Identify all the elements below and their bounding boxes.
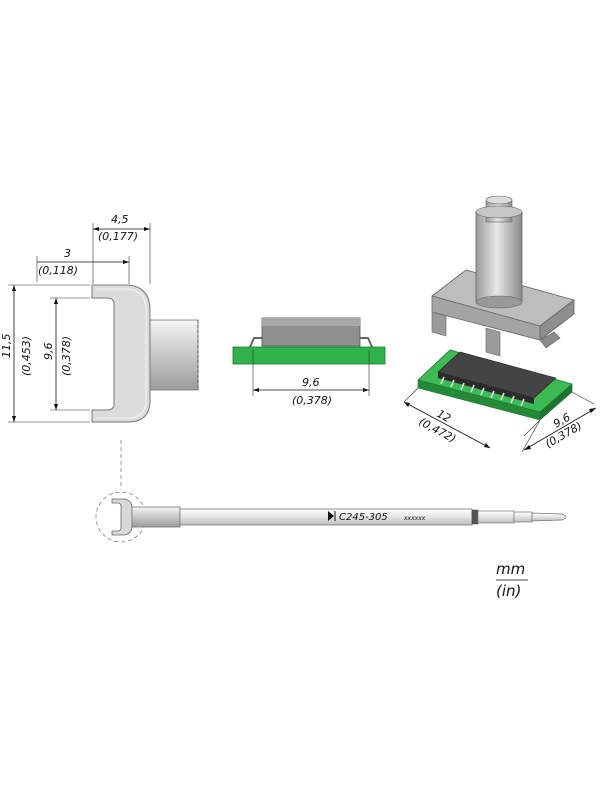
unit-mm: mm xyxy=(496,560,525,578)
cartridge-model: C245-305 xyxy=(339,512,388,523)
cartridge-view: C245-305 xxxxxx xyxy=(95,440,567,543)
unit-in: (in) xyxy=(496,582,521,600)
units-legend: mm (in) xyxy=(496,560,528,600)
side-view-shank xyxy=(149,319,199,391)
cartridge-marker-icon xyxy=(328,511,334,521)
cartridge-serial: xxxxxx xyxy=(403,515,426,522)
side-view-tip-profile xyxy=(91,284,151,423)
component-view: 9,6 (0,378) xyxy=(232,317,386,407)
cartridge-pin xyxy=(531,512,567,522)
dim-side-wall-mm: 3 xyxy=(64,247,71,260)
dim-side-inner-in: (0,378) xyxy=(60,336,73,376)
component-pcb xyxy=(232,346,386,365)
dim-side-height-in: (0,453) xyxy=(20,336,33,376)
cartridge-tip xyxy=(111,498,133,536)
dim-side-inner-mm: 9,6 xyxy=(42,343,55,361)
iso-chip-leads xyxy=(440,376,525,407)
dim-side-height-mm: 11,5 xyxy=(0,334,13,359)
dim-side-wall-in: (0,118) xyxy=(38,264,78,277)
dim-component-width-in: (0,378) xyxy=(292,394,332,407)
dim-side-width-mm: 4,5 xyxy=(111,213,129,226)
dim-component-width-mm: 9,6 xyxy=(302,376,320,389)
side-view: 4,5 (0,177) 3 (0,118) 11,5 (0,453) 9,6 (… xyxy=(0,213,199,423)
iso-shaft xyxy=(475,211,523,303)
dim-side-width-in: (0,177) xyxy=(98,230,138,243)
iso-view: 12 (0,472) 9,6 (0,378) xyxy=(403,195,597,453)
cartridge-shaft xyxy=(179,508,473,526)
dim-iso-length-mm: 12 xyxy=(435,407,453,425)
